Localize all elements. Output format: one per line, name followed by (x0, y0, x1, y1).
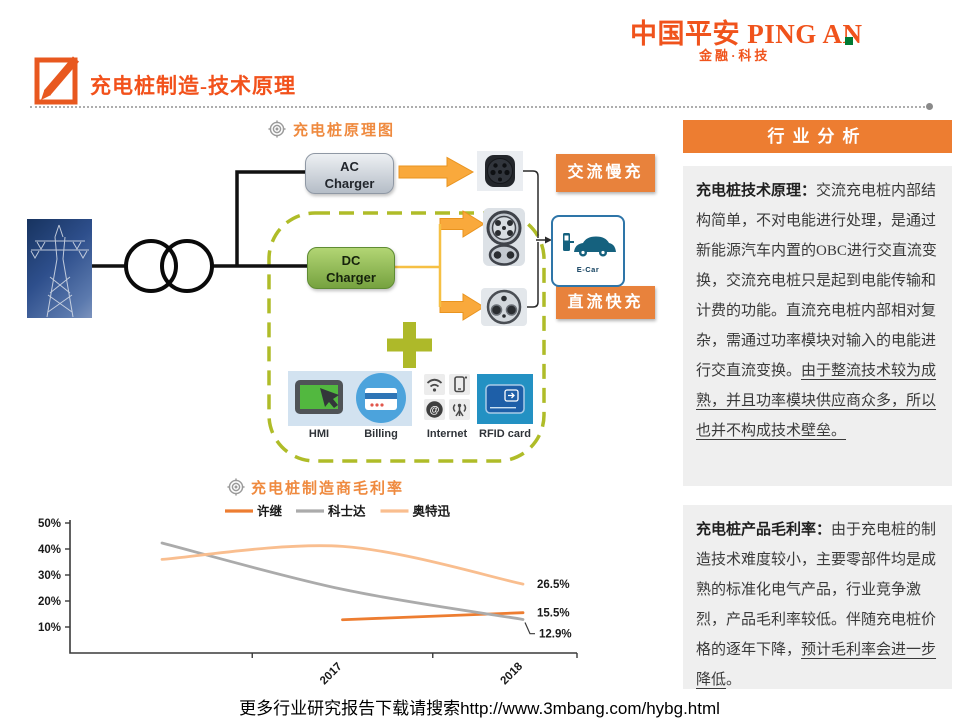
logo-green-square-icon (845, 37, 853, 45)
rfid-card-icon (477, 374, 533, 424)
transformer-symbol-icon (124, 239, 214, 293)
gross-margin-chart: 50% 40% 30% 20% 10% 2017 2018 许继 科士达 奥特迅 26.5% 15.5… (38, 504, 578, 688)
internet-icons: @ (424, 374, 470, 420)
svg-text:@: @ (430, 405, 440, 416)
billing-icon (356, 373, 406, 423)
dc-connector-icon (481, 288, 527, 326)
hmi-icon (295, 380, 343, 414)
target-icon (227, 478, 245, 496)
logo-cn: 中国平安 (630, 19, 740, 49)
dc-charger-line2: Charger (326, 269, 376, 285)
analysis-block-margin: 充电桩产品毛利率：由于充电桩的制造技术难度较小，主要零部件均是成熟的标准化电气产… (683, 505, 952, 689)
svg-text:科士达: 科士达 (328, 504, 366, 519)
divider-end-dot (926, 103, 933, 110)
svg-text:15.5%: 15.5% (537, 608, 570, 620)
billing-label: Billing (364, 428, 398, 440)
divider-dotted-line (30, 106, 925, 108)
svg-text:2017: 2017 (318, 661, 345, 688)
diagram-section-title: 充电桩原理图 (293, 123, 396, 139)
ccs-connector-icon (483, 208, 525, 266)
antenna-icon (449, 399, 470, 420)
svg-text:12.9%: 12.9% (539, 629, 572, 641)
dashed-module-boundary (267, 211, 546, 463)
footer-download-text: 更多行业研究报告下载请搜索http://www.3mbang.com/hybg.… (239, 699, 720, 718)
internet-label: Internet (426, 428, 468, 440)
at-symbol-icon: @ (424, 399, 445, 420)
analysis-block2-body: 由于充电桩的制造技术难度较小，主要零部件均是成熟的标准化电气产品，行业竞争激烈，… (696, 522, 937, 658)
pingan-logo: 中国平安 PING AN (630, 12, 863, 51)
power-tower-photo (27, 219, 92, 318)
page-title: 充电桩制造-技术原理 (90, 74, 296, 98)
ac-charger-line2: Charger (324, 175, 375, 191)
analysis-block2-underline: 预计毛利率会进一步降低 (696, 642, 937, 688)
plus-icon (387, 322, 432, 368)
analysis-block2-tail: 。 (726, 672, 742, 688)
analysis-header: 行业分析 (683, 120, 952, 153)
ecar-label: E-Car (576, 265, 600, 274)
flow-arrow-icons (398, 156, 485, 321)
rfid-label: RFID card (479, 428, 531, 440)
dc-charger-box: DC Charger (307, 247, 395, 289)
analysis-block1-body: 交流充电桩内部结构简单，不对电能进行处理，是通过新能源汽车内置的OBC进行交直流… (696, 183, 937, 379)
svg-text:30%: 30% (38, 570, 61, 582)
target-icon (268, 120, 286, 138)
svg-text:许继: 许继 (257, 504, 283, 519)
hmi-label: HMI (308, 428, 330, 440)
logo-en: PING AN (747, 19, 863, 49)
ac-charger-box: AC Charger (305, 153, 394, 194)
analysis-block-technology: 充电桩技术原理：交流充电桩内部结构简单，不对电能进行处理，是通过新能源汽车内置的… (683, 166, 952, 486)
analysis-block1-underline: 由于整流技术较为成熟，并且功率模块供应商众多，所以也并不构成技术壁垒。 (696, 363, 937, 439)
pencil-icon (34, 56, 80, 105)
ac-charger-line1: AC (340, 159, 359, 174)
dc-fast-charging-tag: 直流快充 (556, 286, 655, 319)
ac-connector-icon (477, 151, 523, 191)
ecar-box: E-Car (551, 215, 625, 287)
svg-text:26.5%: 26.5% (537, 579, 570, 591)
diagram-wires (92, 156, 552, 463)
svg-text:奥特迅: 奥特迅 (413, 504, 451, 519)
mobile-phone-icon (449, 374, 470, 395)
svg-text:40%: 40% (38, 544, 61, 556)
chart-title: 充电桩制造商毛利率 (251, 481, 405, 497)
svg-text:20%: 20% (38, 596, 61, 608)
logo-tagline: 金融·科技 (699, 48, 771, 63)
ecar-icon (563, 233, 616, 257)
wifi-icon (424, 374, 445, 395)
ac-slow-charging-tag: 交流慢充 (556, 154, 655, 192)
svg-text:50%: 50% (38, 518, 61, 530)
analysis-block2-lead: 充电桩产品毛利率： (696, 522, 832, 538)
analysis-block1-lead: 充电桩技术原理： (696, 183, 817, 199)
svg-text:2018: 2018 (499, 660, 526, 687)
dc-charger-line1: DC (341, 253, 361, 268)
svg-text:10%: 10% (38, 622, 61, 634)
